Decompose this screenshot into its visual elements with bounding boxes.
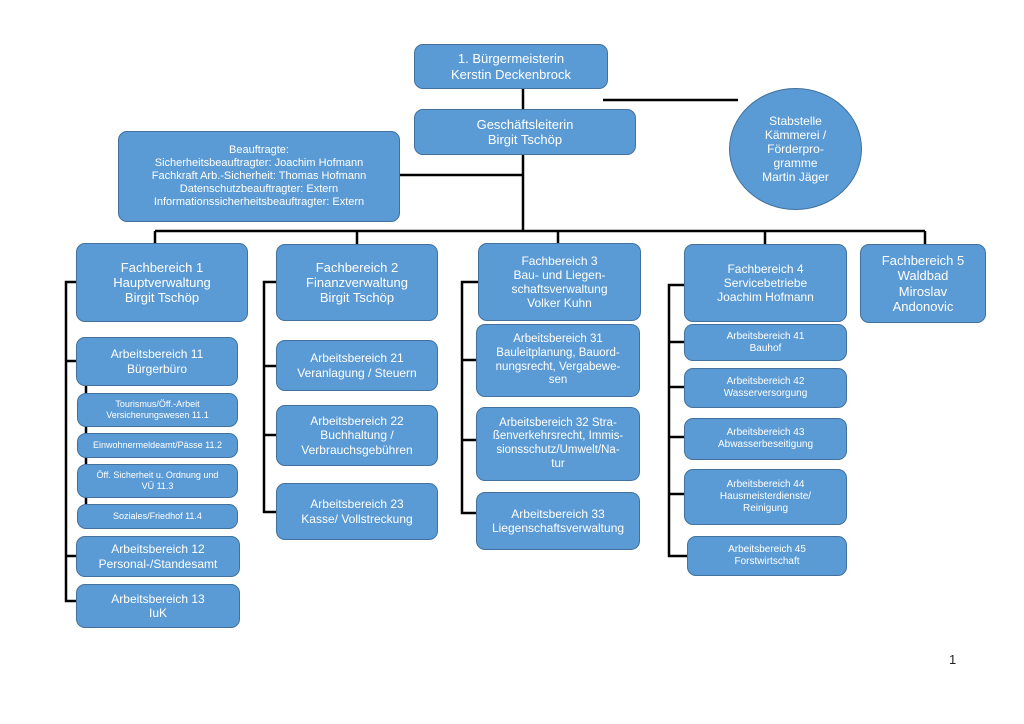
manager-box: Geschäftsleiterin Birgit Tschöp xyxy=(414,109,636,155)
page-number: 1 xyxy=(949,652,957,667)
ab33-box: Arbeitsbereich 33 Liegenschaftsverwaltun… xyxy=(476,492,640,550)
ab32-box: Arbeitsbereich 32 Stra- ßenverkehrsrecht… xyxy=(476,407,640,481)
sub-11-3-box: Öff. Sicherheit u. Ordnung und VÜ 11.3 xyxy=(77,464,238,498)
ab44-box: Arbeitsbereich 44 Hausmeisterdienste/ Re… xyxy=(684,469,847,525)
ab45-box: Arbeitsbereich 45 Forstwirtschaft xyxy=(687,536,847,576)
dept5-box: Fachbereich 5 Waldbad Miroslav Andonovic xyxy=(860,244,986,323)
dept1-box: Fachbereich 1 Hauptverwaltung Birgit Tsc… xyxy=(76,243,248,322)
ab42-box: Arbeitsbereich 42 Wasserversorgung xyxy=(684,368,847,408)
ab12-box: Arbeitsbereich 12 Personal-/Standesamt xyxy=(76,536,240,577)
ab31-box: Arbeitsbereich 31 Bauleitplanung, Bauord… xyxy=(476,324,640,397)
ab23-box: Arbeitsbereich 23 Kasse/ Vollstreckung xyxy=(276,483,438,540)
sub-11-4-box: Soziales/Friedhof 11.4 xyxy=(77,504,238,529)
ab43-box: Arbeitsbereich 43 Abwasserbeseitigung xyxy=(684,418,847,460)
sub-11-1-box: Tourismus/Öff.-Arbeit Versicherungswesen… xyxy=(77,393,238,427)
ab22-box: Arbeitsbereich 22 Buchhaltung / Verbrauc… xyxy=(276,405,438,466)
ab21-box: Arbeitsbereich 21 Veranlagung / Steuern xyxy=(276,340,438,391)
dept4-box: Fachbereich 4 Servicebetriebe Joachim Ho… xyxy=(684,244,847,322)
ab41-box: Arbeitsbereich 41 Bauhof xyxy=(684,324,847,361)
sub-11-2-box: Einwohnermeldeamt/Pässe 11.2 xyxy=(77,433,238,458)
dept2-box: Fachbereich 2 Finanzverwaltung Birgit Ts… xyxy=(276,244,438,321)
dept3-box: Fachbereich 3 Bau- und Liegen- schaftsve… xyxy=(478,243,641,321)
officers-box: Beauftragte: Sicherheitsbeauftragter: Jo… xyxy=(118,131,400,222)
ab11-box: Arbeitsbereich 11 Bürgerbüro xyxy=(76,337,238,386)
ab13-box: Arbeitsbereich 13 IuK xyxy=(76,584,240,628)
staff-circle: Stabstelle Kämmerei / Förderpro- gramme … xyxy=(729,88,862,210)
mayor-box: 1. Bürgermeisterin Kerstin Deckenbrock xyxy=(414,44,608,89)
